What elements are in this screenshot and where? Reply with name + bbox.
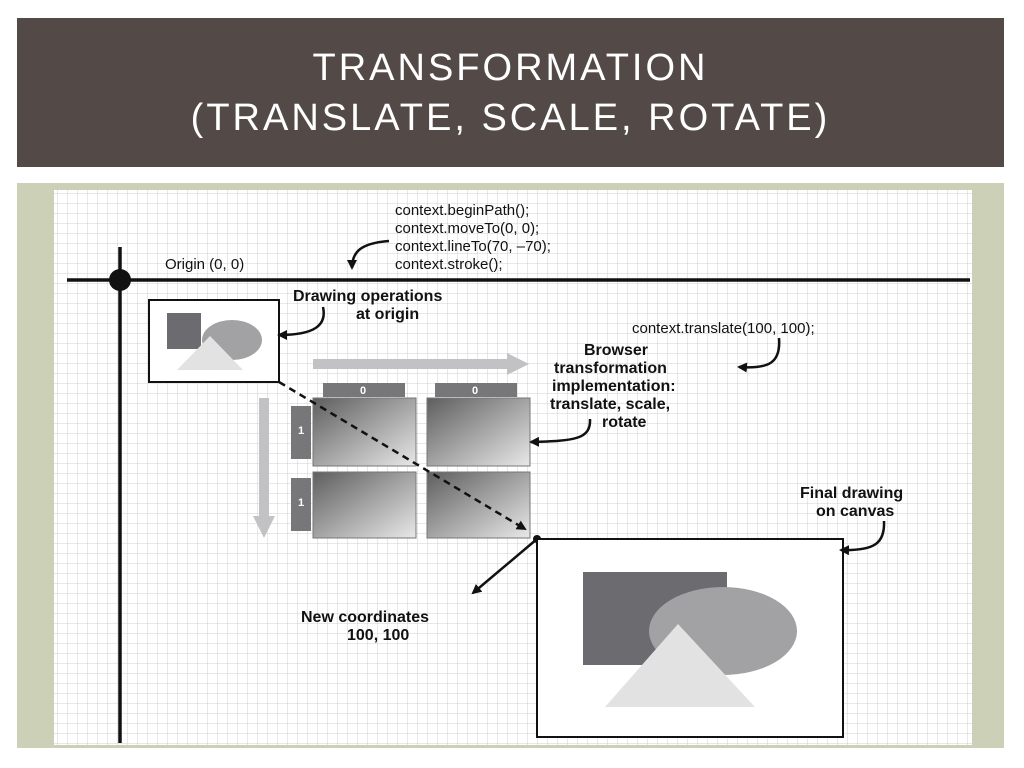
gray-arrow-horizontal [313, 359, 509, 369]
drawing-ops-label-2: at origin [356, 306, 419, 323]
tile-tag-top-right-text: 0 [472, 385, 478, 397]
browser-arrow [529, 418, 592, 447]
tile-tag-left-bottom-text: 1 [298, 497, 304, 509]
gray-arrow-vertical [259, 398, 269, 518]
drawing-ops-arrow [277, 306, 325, 340]
gray-arrowhead-horizontal [507, 353, 529, 375]
tile-tag-top-left [323, 383, 405, 397]
code-line-3: context.lineTo(70, –70); [395, 238, 551, 255]
new-coords-label-1: New coordinates [301, 609, 429, 626]
code-arrow [347, 239, 390, 270]
new-coords-arrow [471, 538, 538, 595]
gray-arrowhead-vertical [253, 516, 275, 538]
tile-grid: 0 0 1 1 [291, 383, 531, 539]
browser-label-2: transformation [554, 360, 667, 377]
tile-tag-top-left-text: 0 [360, 385, 366, 397]
slide-title-line-2: (TRANSLATE, SCALE, ROTATE) [190, 96, 831, 139]
slide-title-bar: TRANSFORMATION (TRANSLATE, SCALE, ROTATE… [17, 18, 1004, 167]
tile-tag-left-bottom [291, 478, 311, 531]
tile-top-right [426, 397, 531, 467]
origin-square [167, 313, 201, 349]
browser-label-5: rotate [602, 414, 647, 431]
browser-label-1: Browser [584, 342, 648, 359]
browser-label-4: translate, scale, [550, 396, 670, 413]
translate-arrow [737, 337, 781, 373]
new-coords-label-2: 100, 100 [347, 627, 409, 644]
code-line-4: context.stroke(); [395, 256, 503, 273]
transformation-diagram: context.beginPath(); context.moveTo(0, 0… [54, 190, 972, 745]
drawing-ops-label-1: Drawing operations [293, 288, 442, 305]
code-line-1: context.beginPath(); [395, 202, 529, 219]
tile-tag-left-top [291, 406, 311, 459]
translate-code: context.translate(100, 100); [632, 320, 815, 337]
origin-label: Origin (0, 0) [165, 256, 244, 273]
browser-label-3: implementation: [552, 378, 676, 395]
origin-dot [109, 269, 131, 291]
tile-bottom-left [312, 471, 417, 539]
final-arrow [839, 520, 886, 556]
tile-tag-left-top-text: 1 [298, 425, 304, 437]
origin-triangle [177, 336, 243, 370]
final-label-1: Final drawing [800, 485, 903, 502]
code-line-2: context.moveTo(0, 0); [395, 220, 539, 237]
final-triangle [605, 624, 755, 707]
tile-bottom-right [426, 471, 531, 539]
figure-frame: context.beginPath(); context.moveTo(0, 0… [17, 183, 1004, 748]
final-label-2: on canvas [816, 503, 894, 520]
slide-title-line-1: TRANSFORMATION [312, 46, 709, 89]
tile-tag-top-right [435, 383, 517, 397]
